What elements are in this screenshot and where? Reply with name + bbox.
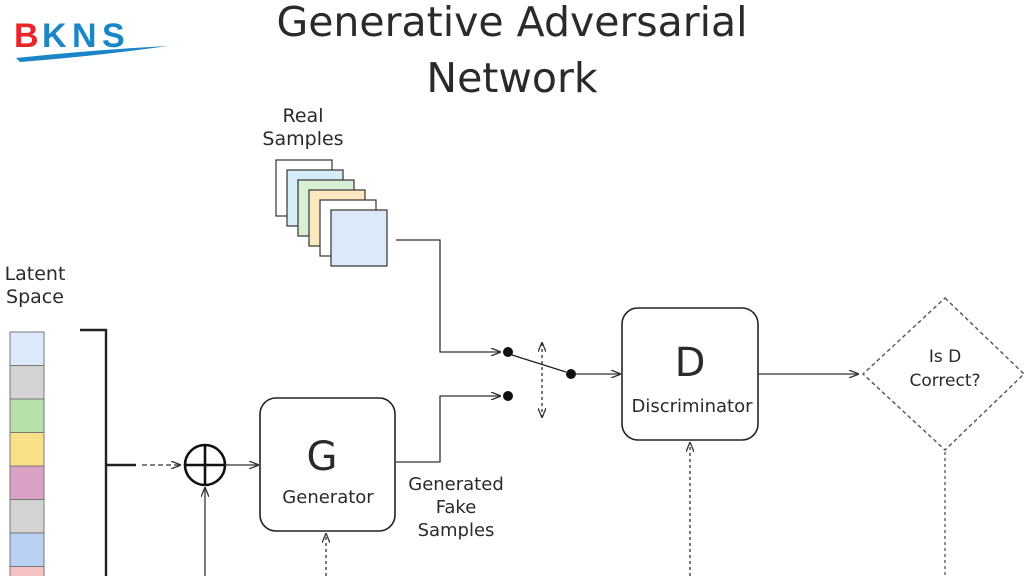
generator-output-connector xyxy=(396,396,500,463)
title-line2: Network xyxy=(426,54,597,102)
generator-letter: G xyxy=(307,434,338,480)
real-samples-label-line2: Samples xyxy=(262,128,343,150)
decision-label-line2: Correct? xyxy=(909,371,980,391)
fake-samples-label-line2: Fake xyxy=(436,497,477,518)
latent-cell xyxy=(9,566,45,576)
latent-cell xyxy=(9,465,45,500)
decision-label-line1: Is D xyxy=(929,347,961,367)
title-line1: Generative Adversarial xyxy=(276,0,747,46)
decision-diamond xyxy=(861,297,1024,451)
latent-space-label-line1: Latent xyxy=(5,263,66,285)
sum-node-icon xyxy=(183,443,227,487)
input-switch xyxy=(503,343,576,417)
latent-bracket xyxy=(80,328,108,576)
latent-cell xyxy=(9,398,45,433)
fake-samples-label-line1: Generated xyxy=(408,474,504,495)
generator-box xyxy=(259,397,396,532)
real-samples-connector xyxy=(396,239,500,352)
fake-samples-label-line3: Samples xyxy=(418,520,495,541)
logo-letter-k: K xyxy=(42,17,67,55)
latent-space-vector xyxy=(9,331,45,576)
latent-space-label-line2: Space xyxy=(6,286,64,308)
sample-card xyxy=(330,209,388,267)
latent-cell xyxy=(9,499,45,534)
real-samples-label-line1: Real xyxy=(283,105,324,127)
generator-label: Generator xyxy=(282,487,374,508)
latent-cell xyxy=(9,432,45,467)
logo-letter-b: B xyxy=(14,17,39,55)
bkns-logo: B K N S xyxy=(14,17,168,62)
logo-swoosh xyxy=(16,46,168,62)
latent-cell xyxy=(9,365,45,400)
discriminator-label: Discriminator xyxy=(632,396,754,417)
latent-cell xyxy=(9,331,45,366)
logo-letter-s: S xyxy=(102,17,125,55)
latent-cell xyxy=(9,532,45,567)
logo-letter-n: N xyxy=(72,17,97,55)
discriminator-letter: D xyxy=(675,340,706,386)
real-samples-stack xyxy=(275,159,388,267)
